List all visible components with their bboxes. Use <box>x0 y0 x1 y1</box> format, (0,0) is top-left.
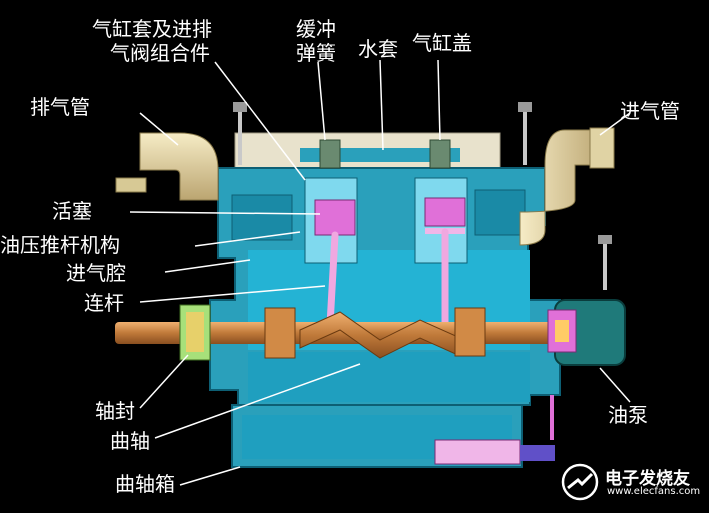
label-water-jacket: 水套 <box>358 37 398 61</box>
label-valve-assembly-line1: 气缸套及进排 <box>92 17 212 41</box>
watermark-url: www.elecfans.com <box>607 486 701 497</box>
shaft-seal <box>179 304 211 361</box>
label-piston: 活塞 <box>52 199 92 223</box>
label-intake-chamber: 进气腔 <box>66 261 126 285</box>
label-exhaust-pipe: 排气管 <box>30 95 90 119</box>
label-crankshaft: 曲轴 <box>110 429 150 453</box>
bolt-heads <box>233 102 612 244</box>
oil-pump <box>547 299 626 366</box>
leader-lines <box>129 59 631 486</box>
label-cylinder-cover: 气缸盖 <box>412 31 472 55</box>
label-valve-assembly-line2: 气阀组合件 <box>110 41 210 65</box>
cylinder-cover-plate <box>234 132 501 172</box>
exhaust-pipe <box>115 132 219 201</box>
label-crankcase: 曲轴箱 <box>115 472 175 496</box>
crankshaft-assembly <box>115 307 555 359</box>
elecfans-logo-icon <box>561 463 599 501</box>
watermark-name: 电子发烧友 <box>605 469 690 489</box>
label-oil-pump: 油泵 <box>608 403 648 427</box>
buffer-springs <box>319 139 451 169</box>
oil-pushrod <box>434 395 555 465</box>
label-buffer-spring-line1: 缓冲 <box>296 17 336 41</box>
label-connecting-rod: 连杆 <box>84 291 124 315</box>
intake-pipe <box>519 127 615 246</box>
compressor-body <box>209 167 561 406</box>
label-buffer-spring-line2: 弹簧 <box>296 41 336 65</box>
connecting-rods <box>326 228 449 334</box>
label-shaft-seal: 轴封 <box>95 399 135 423</box>
label-intake-pipe: 进气管 <box>620 99 680 123</box>
bolts <box>238 110 607 290</box>
label-oil-pushrod: 油压推杆机构 <box>0 233 120 257</box>
